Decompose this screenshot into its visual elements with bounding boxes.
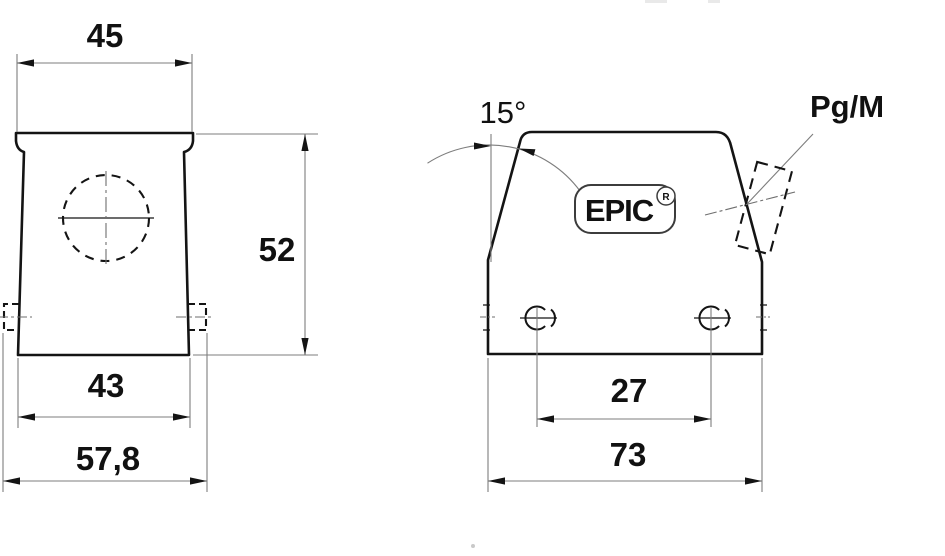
dim-angle-label: 15° [480,95,527,130]
dim-hole-spacing-label: 27 [611,372,648,409]
hood-side-outline [486,130,764,356]
dim-27-arrow-right [694,415,711,423]
dim-43-extension-lines [17,358,191,428]
dim-flange-width-label: 45 [87,17,124,54]
hood-body-outline [14,131,195,357]
dim-578-arrow-left [3,477,20,485]
dim-52-extension-lines [193,133,318,356]
right-edge-lug-ticks [760,304,767,331]
registered-mark-circle [656,186,676,206]
dim-overall-width-label: 57,8 [76,440,140,477]
epic-logo-text: EPIC [585,193,654,228]
dim-45-extension-lines [16,54,193,132]
angle-arc [427,144,581,192]
mounting-hole-left [520,305,557,427]
cable-entry-label: Pg/M [810,89,884,124]
watermark-artifact [708,0,720,3]
dim-width-label: 73 [610,436,647,473]
dim-height-label: 52 [259,231,296,268]
dim-73-extension-lines [487,358,763,492]
dim-52-arrow-bottom [301,338,309,355]
dim-27-arrow-left [537,415,554,423]
dim-45-arrow-left [17,59,34,67]
angle-arrow-left [474,142,491,150]
cable-gland-centerline [704,191,796,216]
dim-52-arrow-top [301,134,309,151]
dim-578-arrow-right [190,477,207,485]
dim-45-arrow-right [175,59,192,67]
front-view: 45 52 43 57,8 [0,17,318,492]
side-view: 15° Pg/M EPIC R 27 73 [427,89,884,492]
angle-arrow-right [519,148,536,156]
dim-bottom-width-label: 43 [88,367,125,404]
speck-artifact [471,544,475,548]
dim-578-extension-lines [2,333,208,492]
cable-gland-dashed [733,160,794,256]
dim-43-arrow-right [173,413,190,421]
dim-73-arrow-left [488,477,505,485]
dim-73-arrow-right [745,477,762,485]
mounting-hole-right [694,305,731,427]
dim-43-arrow-left [18,413,35,421]
left-edge-lug-ticks [483,304,490,331]
registered-mark: R [662,192,670,203]
watermark-artifact [645,0,667,3]
epic-logo: EPIC R [574,184,676,234]
